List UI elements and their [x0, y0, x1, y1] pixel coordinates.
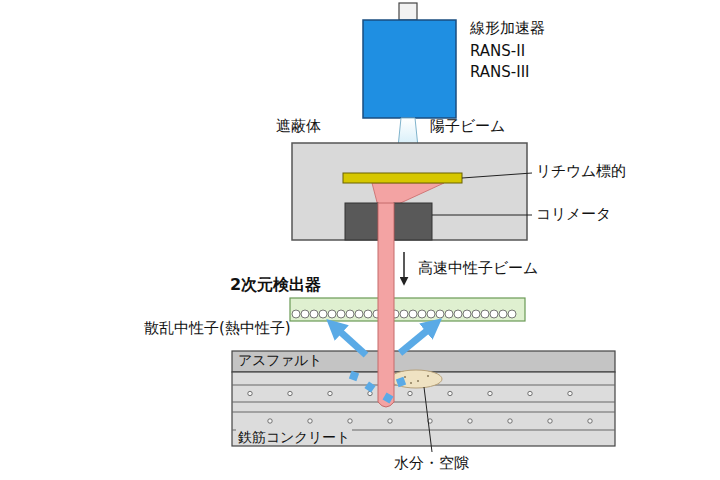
layer-name: アスファルト — [236, 352, 324, 368]
beam-name: 陽子ビーム — [430, 118, 505, 135]
collimator-block — [345, 203, 378, 240]
leader-line — [462, 173, 532, 178]
beam-name: 高速中性子ビーム — [418, 260, 538, 277]
linear-accelerator — [363, 20, 456, 118]
layer-band: 鉄筋コンクリート — [232, 372, 615, 446]
part-name: コリメータ — [536, 206, 611, 223]
layer-band: アスファルト — [232, 351, 615, 372]
fast-neutron-beam — [378, 203, 394, 407]
scatter-arrow — [400, 325, 434, 353]
detector — [290, 298, 525, 321]
scatter-arrow — [334, 326, 366, 355]
void-specks — [404, 375, 429, 384]
rebar-texture — [232, 385, 615, 430]
lithium-target — [343, 173, 462, 183]
direction-arrow — [403, 252, 405, 284]
leader-line — [432, 215, 532, 216]
device-name: 線形加速器 — [470, 20, 545, 37]
asphalt-layer — [232, 351, 615, 372]
accelerator-port — [399, 3, 417, 20]
detector-cells — [292, 310, 516, 318]
part-name: 2次元検出器 — [230, 276, 321, 294]
callout-text: 水分・空隙 — [394, 455, 469, 472]
layer-name: 鉄筋コンクリート — [236, 429, 352, 445]
scattered-neutron-particles — [349, 371, 406, 404]
device-model: RANS-III — [470, 64, 530, 81]
shield — [292, 143, 527, 240]
collimator-block — [394, 203, 432, 240]
particle-name: 散乱中性子(熱中性子) — [144, 320, 291, 337]
part-name: リチウム標的 — [536, 163, 626, 180]
device-model: RANS-II — [470, 43, 525, 60]
moisture-void — [390, 370, 442, 388]
part-name: 遮蔽体 — [276, 118, 321, 135]
leader-line — [424, 387, 432, 452]
